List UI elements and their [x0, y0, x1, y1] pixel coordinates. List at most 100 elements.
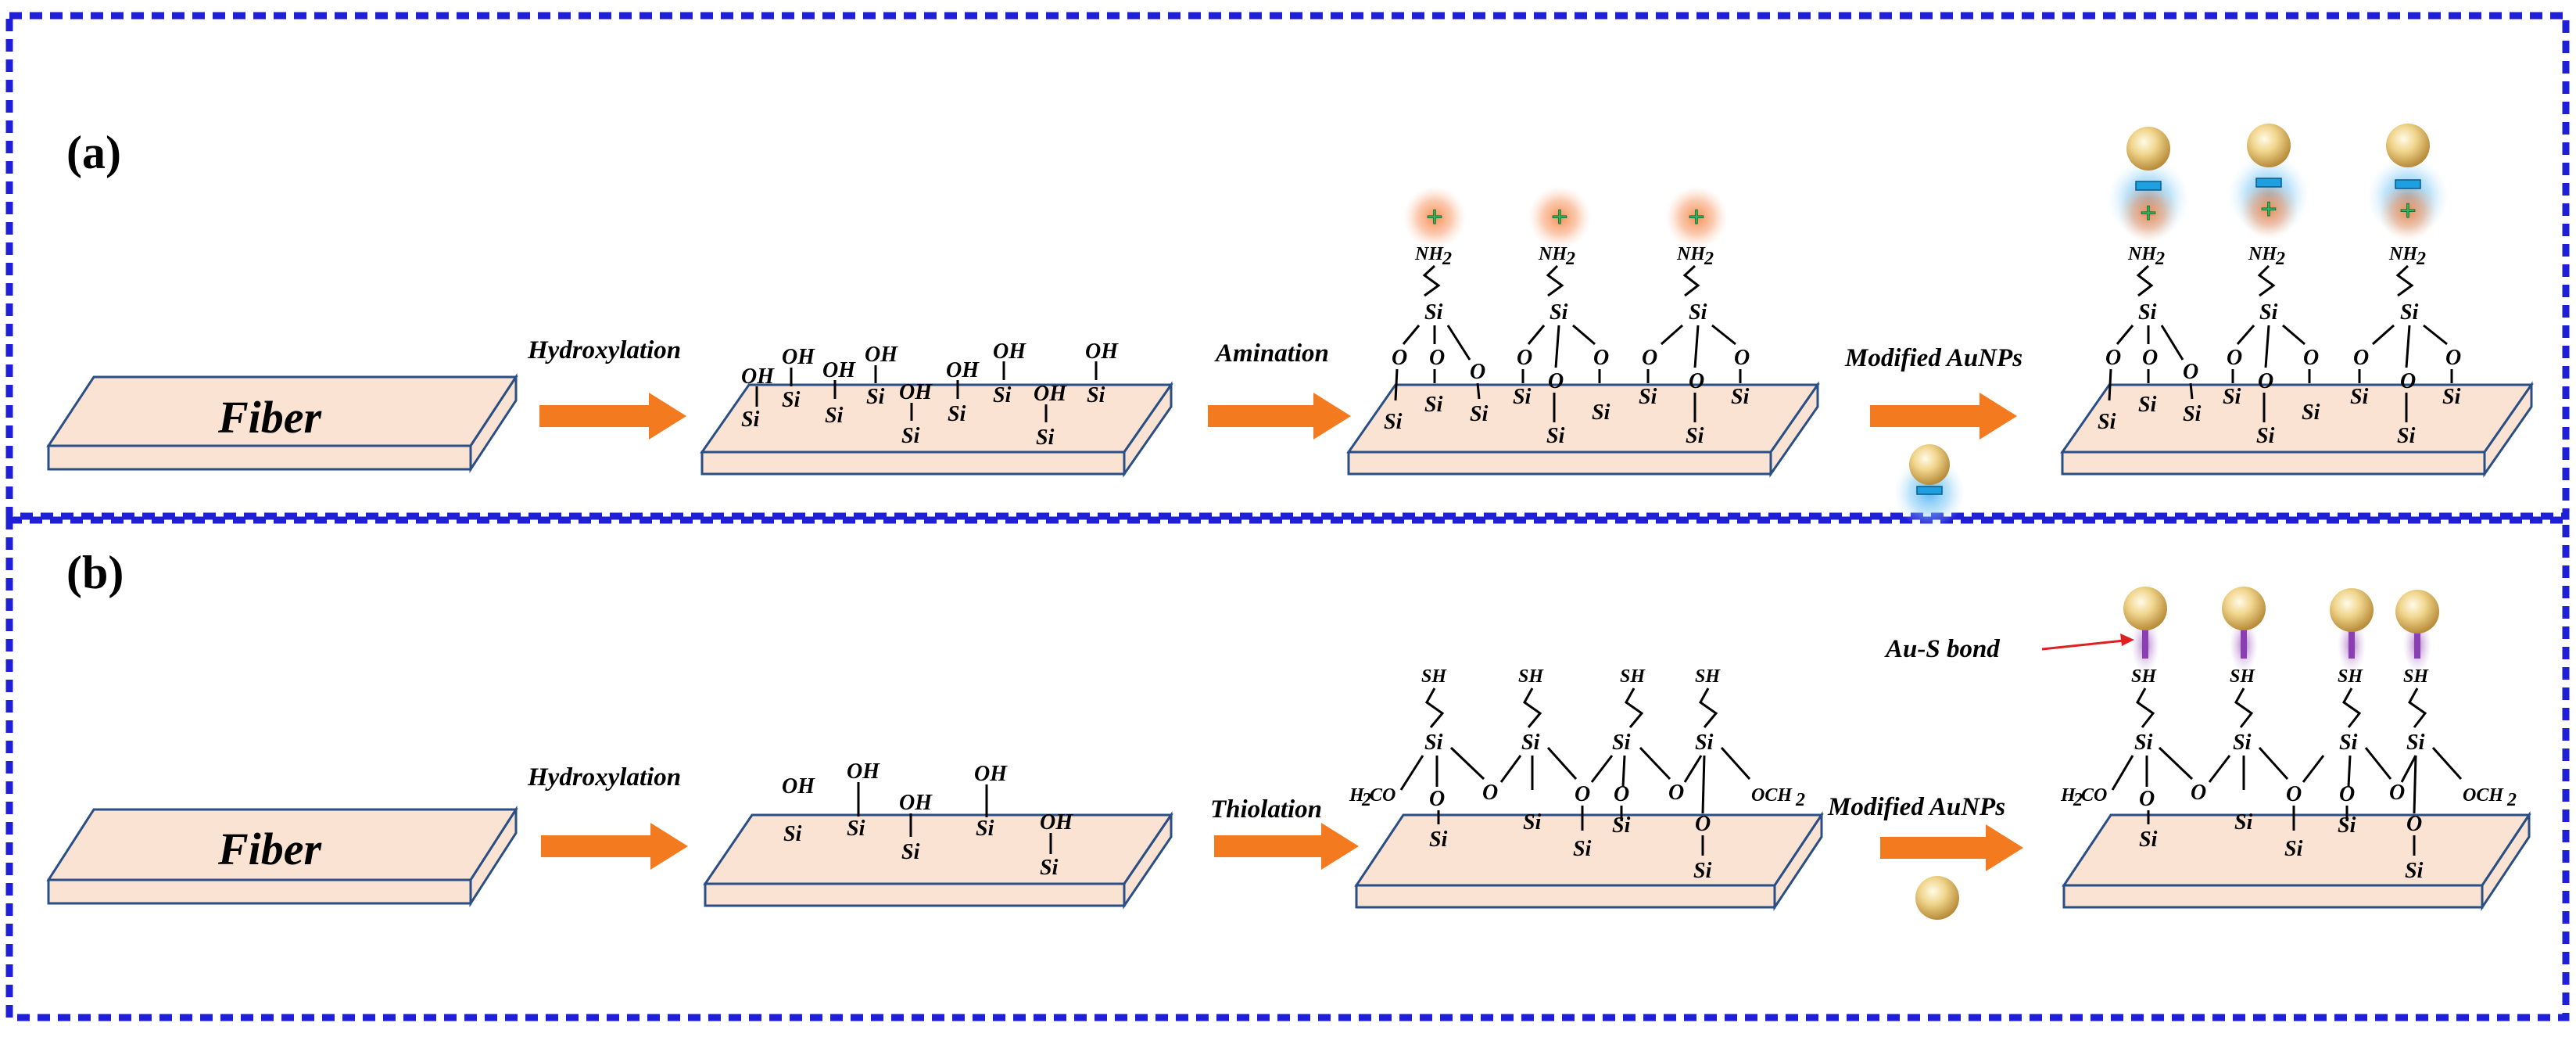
svg-text:O: O — [2286, 782, 2302, 806]
au-s-particle-1: SH — [2123, 587, 2167, 687]
arrow-modified-aunps-a — [1870, 393, 2017, 440]
svg-text:O: O — [1429, 787, 1445, 811]
svg-text:SH: SH — [2131, 666, 2157, 687]
svg-text:Si: Si — [993, 383, 1012, 407]
svg-text:+: + — [1688, 201, 1705, 234]
svg-text:Si: Si — [2442, 385, 2461, 409]
svg-text:+: + — [1551, 201, 1568, 234]
svg-text:Si: Si — [782, 388, 801, 412]
svg-text:+: + — [2140, 197, 2157, 230]
free-aunp — [1915, 876, 1959, 920]
svg-text:2: 2 — [1795, 790, 1805, 810]
svg-text:O: O — [2258, 369, 2273, 393]
svg-text:Si: Si — [1040, 856, 1059, 880]
svg-text:Si: Si — [847, 817, 865, 841]
svg-text:SH: SH — [1620, 666, 1646, 687]
hydroxyl-groups-b: OH Si OH Si OH Si OH Si OH Si — [782, 759, 1073, 880]
svg-text:Si: Si — [825, 404, 844, 428]
svg-text:Si: Si — [866, 385, 885, 409]
svg-text:Si: Si — [1612, 730, 1631, 755]
svg-text:2: 2 — [1361, 790, 1371, 810]
svg-text:OH: OH — [782, 345, 815, 369]
svg-text:NH: NH — [2248, 244, 2277, 264]
svg-text:Si: Si — [901, 840, 920, 864]
svg-text:Si: Si — [2138, 393, 2157, 417]
aminosilane-unit-3: + NH 2 Si O O O Si Si Si — [1639, 186, 1750, 448]
svg-text:CO: CO — [2081, 785, 2107, 806]
panel-b-label: (b) — [66, 547, 124, 598]
svg-text:Si: Si — [1695, 730, 1714, 755]
svg-text:2: 2 — [1565, 249, 1575, 269]
thiol-network-bound-2: Si Si O Si — [2233, 687, 2325, 861]
svg-text:O: O — [1470, 360, 1485, 384]
svg-text:2: 2 — [2155, 249, 2165, 269]
svg-text:Si: Si — [2406, 730, 2425, 755]
svg-text:Si: Si — [2400, 300, 2419, 325]
svg-text:Si: Si — [1087, 383, 1105, 407]
svg-text:Si: Si — [2397, 424, 2416, 448]
svg-text:Si: Si — [1592, 400, 1610, 425]
svg-text:NH: NH — [1538, 244, 1567, 264]
au-s-callout-arrowhead — [2120, 634, 2134, 646]
svg-text:O: O — [1642, 346, 1657, 370]
hydroxylated-slab-a: OH Si OH Si OH Si OH Si OH Si OH Si OH — [700, 339, 1173, 478]
thiol-network-bound-4: Si O Si OCH 2 — [2405, 687, 2517, 883]
svg-text:+: + — [2399, 195, 2417, 228]
step-hydroxylation-a: Hydroxylation — [527, 336, 681, 364]
svg-text:2: 2 — [2073, 790, 2083, 810]
au-s-callout-arrow — [2041, 638, 2132, 651]
au-s-particle-3: SH — [2330, 588, 2374, 687]
svg-text:Si: Si — [1470, 402, 1489, 426]
svg-text:2: 2 — [2416, 249, 2426, 269]
svg-text:H: H — [2060, 785, 2076, 806]
bound-aunp-2: + NH 2 Si O O O Si Si Si — [2223, 124, 2320, 448]
step-hydroxylation-b: Hydroxylation — [527, 763, 681, 792]
svg-text:SH: SH — [1518, 666, 1544, 687]
panel-b: Fiber Hydroxylation OH Si OH Si OH Si OH… — [46, 587, 2531, 920]
hydroxyl-groups-a: OH Si OH Si OH Si OH Si OH Si OH Si OH — [741, 339, 1119, 450]
svg-text:Si: Si — [1731, 385, 1750, 409]
svg-text:O: O — [1689, 369, 1704, 393]
svg-text:Si: Si — [2134, 730, 2153, 755]
step-modified-aunps-a: Modified AuNPs — [1844, 344, 2022, 372]
svg-text:Si: Si — [783, 822, 802, 846]
svg-text:SH: SH — [1695, 666, 1721, 687]
svg-text:OH: OH — [899, 791, 933, 815]
svg-text:Si: Si — [976, 817, 994, 841]
fiber-slab-b: Fiber — [46, 805, 518, 908]
svg-text:O: O — [2339, 782, 2355, 806]
svg-text:Si: Si — [1523, 810, 1542, 835]
svg-text:2: 2 — [2506, 790, 2517, 810]
svg-text:O: O — [2353, 346, 2369, 370]
svg-text:Si: Si — [2339, 730, 2358, 755]
svg-text:O: O — [1482, 781, 1498, 805]
arrow-hydroxylation-b — [541, 823, 688, 870]
svg-text:O: O — [2400, 369, 2416, 393]
svg-text:O: O — [2139, 787, 2155, 811]
svg-text:Si: Si — [2183, 402, 2202, 426]
svg-text:Si: Si — [2138, 300, 2157, 325]
svg-text:Si: Si — [2234, 810, 2253, 835]
svg-text:Si: Si — [1036, 425, 1055, 450]
svg-text:OH: OH — [865, 343, 898, 367]
svg-text:2: 2 — [2275, 249, 2285, 269]
svg-text:Si: Si — [1424, 300, 1443, 325]
thiolated-slab: H 2 CO SH Si O Si O SH Si Si — [1349, 666, 1824, 911]
panel-a-label: (a) — [66, 127, 121, 178]
svg-text:Si: Si — [2302, 400, 2320, 425]
svg-text:Si: Si — [2350, 385, 2369, 409]
fiber-slab-a: Fiber — [46, 372, 518, 474]
svg-text:Si: Si — [2259, 300, 2278, 325]
svg-text:Si: Si — [1573, 837, 1592, 861]
svg-text:NH: NH — [2127, 244, 2157, 264]
svg-text:NH: NH — [1676, 244, 1706, 264]
svg-text:O: O — [2303, 346, 2319, 370]
svg-text:O: O — [1392, 346, 1407, 370]
svg-text:O: O — [2183, 360, 2198, 384]
thiol-network-1: H 2 CO SH Si O Si O — [1349, 666, 1522, 852]
bound-aunp-1: + NH 2 Si O O O Si Si Si — [2098, 127, 2202, 434]
svg-text:OCH: OCH — [2463, 785, 2504, 806]
svg-text:SH: SH — [2403, 666, 2429, 687]
thiol-network-4: SH Si O Si OCH 2 — [1693, 666, 1805, 883]
svg-text:O: O — [2445, 346, 2461, 370]
